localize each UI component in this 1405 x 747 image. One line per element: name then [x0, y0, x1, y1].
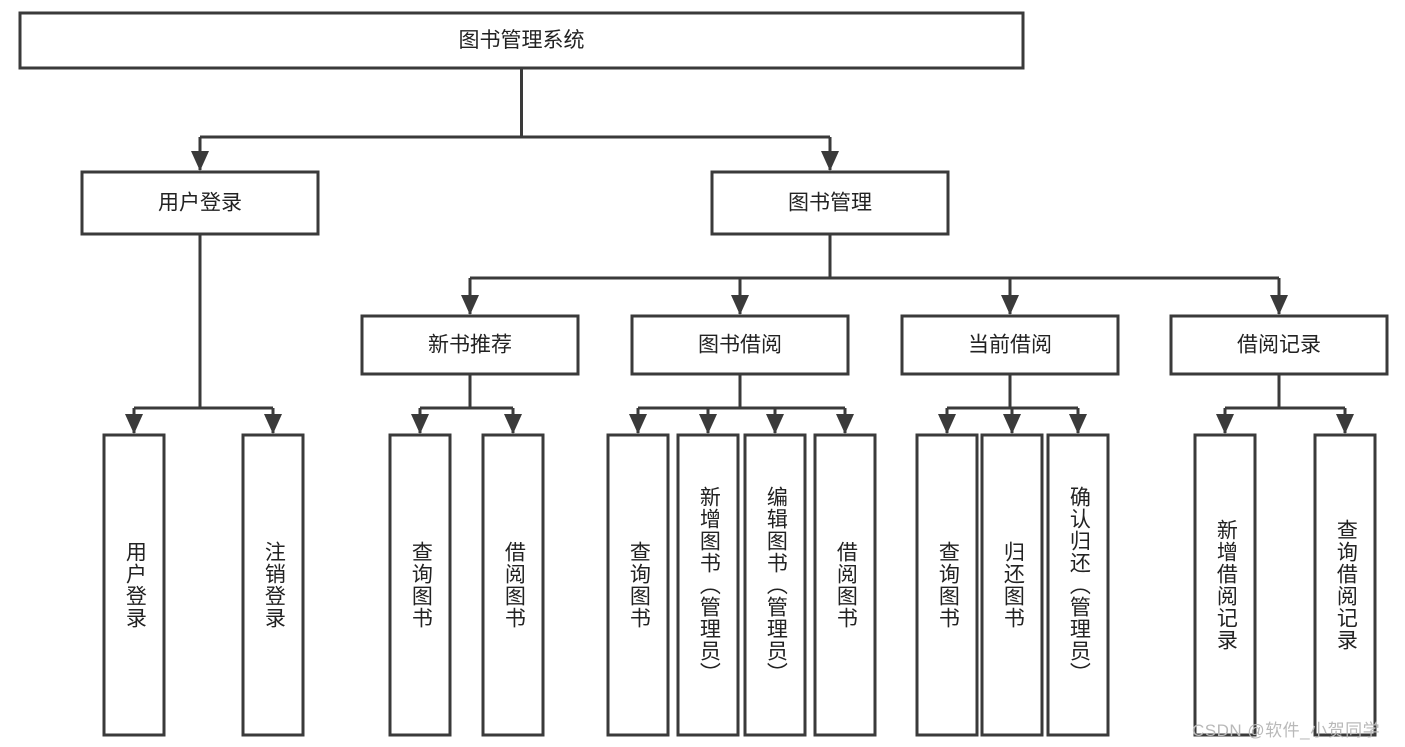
root-node-root-box[interactable] [18, 11, 1025, 70]
level2-node-user-login-label: 用户登录 [158, 192, 242, 215]
arrow-to-new-book-recommend [461, 295, 479, 315]
arrow-to-leaf-borrow-book-1 [504, 414, 522, 434]
arrow-to-leaf-add-book-admin [699, 414, 717, 434]
level2-node-book-manage-box[interactable] [710, 170, 950, 236]
leaf-node-leaf-confirm-return-admin-box[interactable] [1046, 433, 1110, 737]
arrow-to-user-login [191, 151, 209, 171]
level3-node-book-borrow-box[interactable] [630, 314, 850, 376]
csdn-watermark: CSDN @软件_小贺同学 [1192, 721, 1381, 740]
leaf-node-leaf-edit-book-admin-box[interactable] [743, 433, 807, 737]
root-node-root-label: 图书管理系统 [459, 29, 585, 52]
arrow-to-leaf-query-book-2 [629, 414, 647, 434]
arrow-to-borrow-record [1270, 295, 1288, 315]
connectors-layer [125, 68, 1354, 434]
arrow-to-leaf-query-book-3 [938, 414, 956, 434]
leaf-node-leaf-add-book-admin-box[interactable] [676, 433, 740, 737]
level3-node-borrow-record-box[interactable] [1169, 314, 1389, 376]
arrow-to-book-manage [821, 151, 839, 171]
arrow-to-leaf-edit-book-admin [766, 414, 784, 434]
arrow-to-leaf-return-book [1003, 414, 1021, 434]
level3-node-new-book-recommend-box[interactable] [360, 314, 580, 376]
arrow-to-leaf-query-borrow-record [1336, 414, 1354, 434]
leaf-node-leaf-borrow-book-2-box[interactable] [813, 433, 877, 737]
level3-node-book-borrow-label: 图书借阅 [698, 334, 782, 357]
level2-node-book-manage-label: 图书管理 [788, 192, 872, 215]
arrow-to-leaf-logout-login [264, 414, 282, 434]
nodes-layer [18, 11, 1389, 737]
level3-node-current-borrow-box[interactable] [900, 314, 1120, 376]
arrow-to-book-borrow [731, 295, 749, 315]
leaf-node-leaf-logout-login-box[interactable] [241, 433, 305, 737]
level3-node-current-borrow-label: 当前借阅 [968, 334, 1052, 357]
leaf-node-leaf-query-book-2-box[interactable] [606, 433, 670, 737]
leaf-node-leaf-add-borrow-record-box[interactable] [1193, 433, 1257, 737]
leaf-node-leaf-user-login-box[interactable] [102, 433, 166, 737]
leaf-node-leaf-query-book-3-box[interactable] [915, 433, 979, 737]
arrow-to-leaf-confirm-return-admin [1069, 414, 1087, 434]
leaf-node-leaf-query-book-1-box[interactable] [388, 433, 452, 737]
arrow-to-leaf-user-login [125, 414, 143, 434]
leaf-node-leaf-query-borrow-record-box[interactable] [1313, 433, 1377, 737]
leaf-node-leaf-borrow-book-1-box[interactable] [481, 433, 545, 737]
level3-node-new-book-recommend-label: 新书推荐 [428, 334, 512, 357]
level3-node-borrow-record-label: 借阅记录 [1237, 334, 1321, 357]
arrow-to-leaf-borrow-book-2 [836, 414, 854, 434]
leaf-node-leaf-return-book-box[interactable] [980, 433, 1044, 737]
arrow-to-leaf-add-borrow-record [1216, 414, 1234, 434]
arrow-to-leaf-query-book-1 [411, 414, 429, 434]
level2-node-user-login-box[interactable] [80, 170, 320, 236]
arrow-to-current-borrow [1001, 295, 1019, 315]
